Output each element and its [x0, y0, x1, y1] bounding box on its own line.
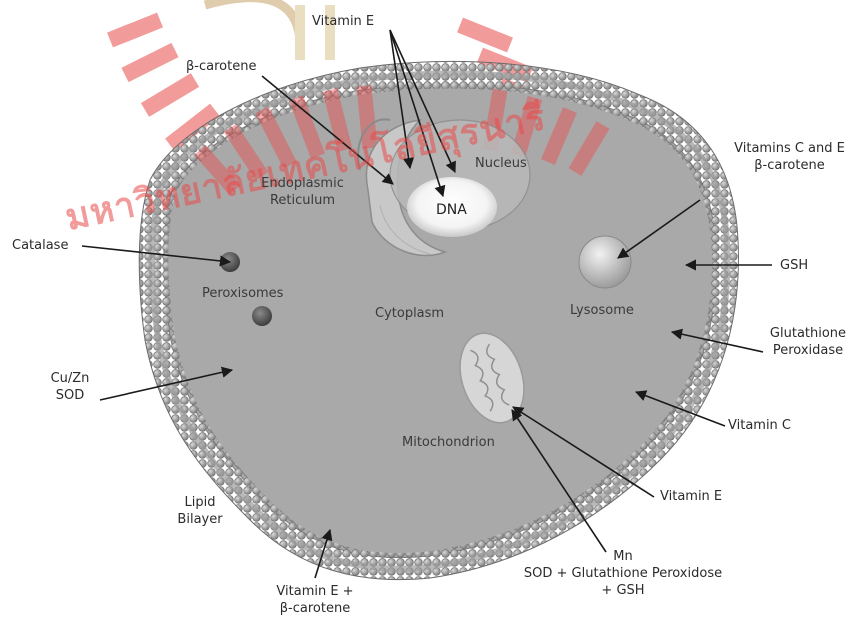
label-vitamin-e-mid: Vitamin E — [660, 488, 722, 505]
label-vitamin-e-top: Vitamin E — [312, 13, 374, 30]
label-cuzn-line2: SOD — [30, 387, 110, 404]
label-endoplasmic-reticulum: Endoplasmic Reticulum — [250, 175, 355, 209]
label-catalase: Catalase — [12, 237, 68, 254]
label-nucleus: Nucleus — [475, 155, 527, 172]
label-mn-line1: Mn — [498, 548, 748, 565]
label-glutathione-peroxidase: Glutathione Peroxidase — [758, 325, 858, 359]
label-er-line2: Reticulum — [250, 192, 355, 209]
label-cuzn-line1: Cu/Zn — [30, 370, 110, 387]
label-lipid-line2: Bilayer — [165, 511, 235, 528]
label-vitamins-c-e-line1: Vitamins C and E — [722, 140, 857, 157]
label-dna: DNA — [436, 202, 467, 219]
label-er-line1: Endoplasmic — [250, 175, 355, 192]
label-vitamin-c: Vitamin C — [728, 417, 791, 434]
label-vitamin-e-beta-carotene: Vitamin E + β-carotene — [255, 583, 375, 617]
label-vitamins-c-e: Vitamins C and E β-carotene — [722, 140, 857, 174]
label-mn-line3: + GSH — [498, 582, 748, 599]
label-vit-e-beta-line2: β-carotene — [255, 600, 375, 617]
label-gpx-line1: Glutathione — [758, 325, 858, 342]
label-peroxisomes: Peroxisomes — [202, 285, 283, 302]
label-vitamins-c-e-line2: β-carotene — [722, 157, 857, 174]
peroxisome-2 — [252, 306, 272, 326]
label-vit-e-beta-line1: Vitamin E + — [255, 583, 375, 600]
label-lysosome: Lysosome — [570, 302, 634, 319]
label-lipid-line1: Lipid — [165, 494, 235, 511]
label-mitochondrion: Mitochondrion — [402, 434, 495, 451]
label-cuzn-sod: Cu/Zn SOD — [30, 370, 110, 404]
label-gpx-line2: Peroxidase — [758, 342, 858, 359]
label-lipid-bilayer: Lipid Bilayer — [165, 494, 235, 528]
label-cytoplasm: Cytoplasm — [375, 305, 444, 322]
label-mn-sod-gpx-gsh: Mn SOD + Glutathione Peroxidose + GSH — [498, 548, 748, 599]
label-beta-carotene-top: β-carotene — [186, 58, 256, 75]
label-gsh: GSH — [780, 257, 808, 274]
lysosome — [579, 236, 631, 288]
label-mn-line2: SOD + Glutathione Peroxidose — [498, 565, 748, 582]
